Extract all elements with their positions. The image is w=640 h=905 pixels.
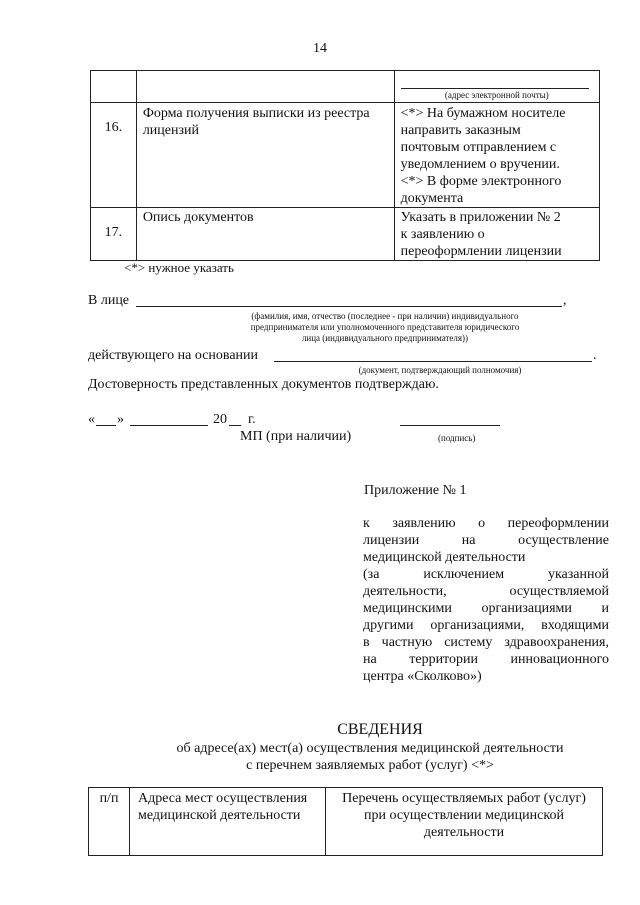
bottom-table: п/п Адреса мест осуществления медицинско…: [88, 787, 603, 856]
basis-label: действующего на основании: [88, 348, 259, 363]
signature-caption: (подпись): [438, 433, 476, 443]
confirmation-text: Достоверность представленных документов …: [88, 377, 439, 392]
col-header-addresses: Адреса мест осуществления медицинской де…: [129, 787, 326, 856]
col-header-services: Перечень осуществляемых работ (услуг) пр…: [325, 787, 603, 856]
person-caption: (фамилия, имя, отчество (последнее - при…: [250, 311, 520, 343]
person-label: В лице: [88, 293, 130, 308]
date-day-line: [96, 425, 116, 426]
date-close-quote: »: [117, 412, 124, 427]
row-17-value: Указать в приложении № 2 к заявлению о п…: [393, 207, 601, 261]
basis-line: [274, 361, 592, 362]
appendix-title: Приложение № 1: [364, 483, 467, 498]
row-16-label: Форма получения выписки из реестра лицен…: [135, 102, 395, 208]
row-17-label: Опись документов: [135, 207, 395, 261]
col-header-number: п/п: [88, 787, 130, 856]
stamp-label: МП (при наличии): [240, 429, 352, 444]
svedeniya-title: СВЕДЕНИЯ: [337, 721, 423, 738]
row-17-num: 17.: [90, 207, 137, 261]
date-open-quote: «: [88, 412, 95, 427]
date-month-line: [130, 425, 208, 426]
date-year-suffix: г.: [248, 412, 256, 427]
email-caption: (адрес электронной почты): [444, 90, 549, 100]
appendix-text: к заявлению о переоформлении лицензии на…: [363, 516, 609, 684]
top-table: (адрес электронной почты) 16. Форма полу…: [90, 70, 601, 261]
svedeniya-subtitle-2: с перечнем заявляемых работ (услуг) <*>: [246, 758, 494, 773]
page-number: 14: [313, 41, 327, 56]
basis-period: .: [593, 348, 597, 363]
date-year-line: [229, 425, 241, 426]
row-16-num: 16.: [90, 102, 137, 208]
date-year-prefix: 20: [213, 412, 227, 427]
signature-line: [400, 425, 500, 426]
basis-caption: (документ, подтверждающий полномочия): [358, 365, 522, 375]
svedeniya-subtitle-1: об адресе(ах) мест(а) осуществления меди…: [176, 741, 564, 756]
row-16-value: <*> На бумажном носителе направить заказ…: [393, 102, 601, 208]
footnote: <*> нужное указать: [124, 260, 234, 275]
person-comma: ,: [563, 293, 567, 308]
person-line: [136, 306, 562, 307]
